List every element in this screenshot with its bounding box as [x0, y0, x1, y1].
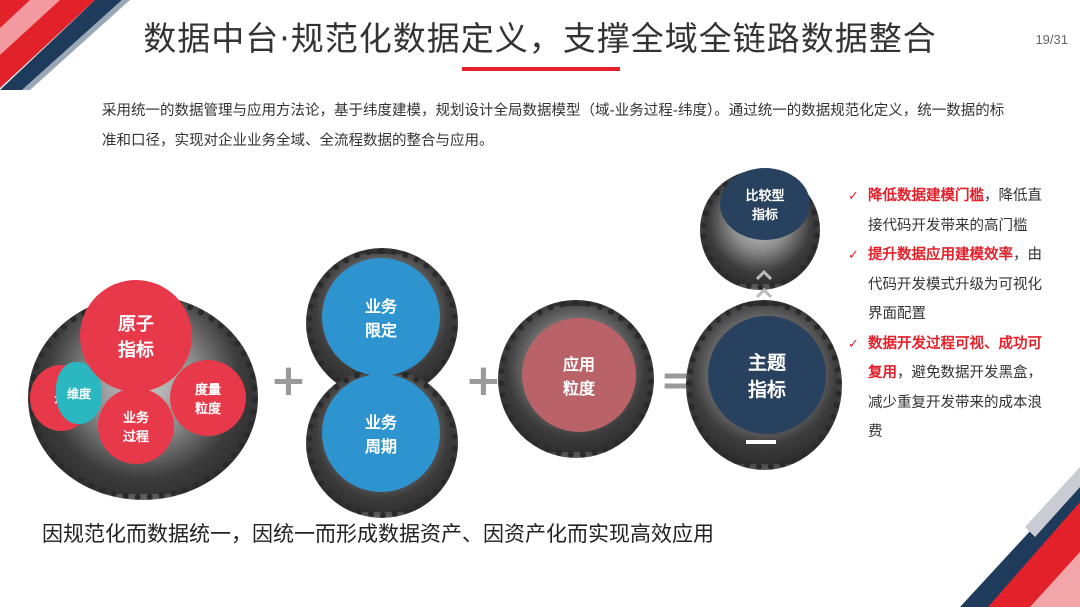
page-title: 数据中台·规范化数据定义，支撑全域全链路数据整合 [143, 19, 937, 58]
application-granularity-label: 应用 粒度 [562, 355, 595, 398]
atomic-indicator-label: 原子 指标 [118, 314, 154, 361]
business-period-label: 业务 周期 [364, 413, 397, 456]
business-process-label: 业务 过程 [122, 411, 149, 445]
benefit-highlight: 降低数据建模门槛 [868, 188, 984, 204]
business-qualifier-circle: 业务 限定 [322, 258, 440, 376]
plus-operator-2: + [465, 355, 502, 406]
check-icon: ✓ [848, 336, 859, 352]
dimension-label: 维度 [66, 386, 91, 401]
benefit-highlight: 提升数据应用建模效率 [868, 247, 1013, 263]
benefit-text: ，由代码开发模式升级为可视化界面配置 [868, 247, 1042, 322]
chevron-up-icon [756, 288, 772, 298]
business-period-circle: 业务 周期 [322, 374, 440, 492]
summary-text: 因规范化而数据统一，因统一而形成数据资产、因资产化而实现高效应用 [42, 522, 714, 546]
intro-paragraph: 采用统一的数据管理与应用方法论，基于纬度建模，规划设计全局数据模型（域-业务过程… [102, 103, 1005, 149]
check-icon: ✓ [848, 248, 859, 263]
benefit-text: ，避免数据开发黑盒，减少重复开发带来的成本浪费 [868, 365, 1042, 440]
corner-decoration-bottom-right [960, 467, 1080, 607]
theme-indicator-label: 主题 指标 [747, 352, 786, 401]
measure-granularity-label: 度量 粒度 [194, 383, 221, 417]
benefit-highlight: 数据开发过程可视、成功可复用 [868, 335, 1042, 382]
title-underline [462, 67, 620, 71]
page-number: 19/31 [1035, 32, 1068, 47]
benefit-text: ，降低直接代码开发带来的高门槛 [868, 188, 1042, 234]
business-process-circle: 业务 过程 [98, 388, 174, 464]
atomic-indicator-circle: 原子 指标 [80, 280, 192, 392]
corner-decoration-top-left [0, 0, 130, 90]
theme-underline-bar [746, 440, 776, 444]
chevron-up-icon [756, 270, 772, 280]
benefit-item: ✓ 数据开发过程可视、成功可复用，避免数据开发黑盒，减少重复开发带来的成本浪费 [848, 330, 1048, 448]
comparative-indicator-label: 比较型 指标 [745, 189, 785, 223]
benefit-item: ✓ 提升数据应用建模效率，由代码开发模式升级为可视化界面配置 [848, 241, 1048, 330]
check-icon: ✓ [848, 189, 859, 204]
comparative-indicator-circle: 比较型 指标 [720, 168, 810, 240]
benefit-item: ✓ 降低数据建模门槛，降低直接代码开发带来的高门槛 [848, 182, 1048, 241]
measure-granularity-circle: 度量 粒度 [170, 360, 246, 436]
theme-indicator-circle: 主题 指标 [708, 316, 826, 434]
application-granularity-circle: 应用 粒度 [522, 318, 636, 432]
business-qualifier-label: 业务 限定 [364, 297, 397, 340]
plus-operator-1: + [270, 355, 307, 406]
benefit-list: ✓ 降低数据建模门槛，降低直接代码开发带来的高门槛 ✓ 提升数据应用建模效率，由… [848, 182, 1048, 448]
